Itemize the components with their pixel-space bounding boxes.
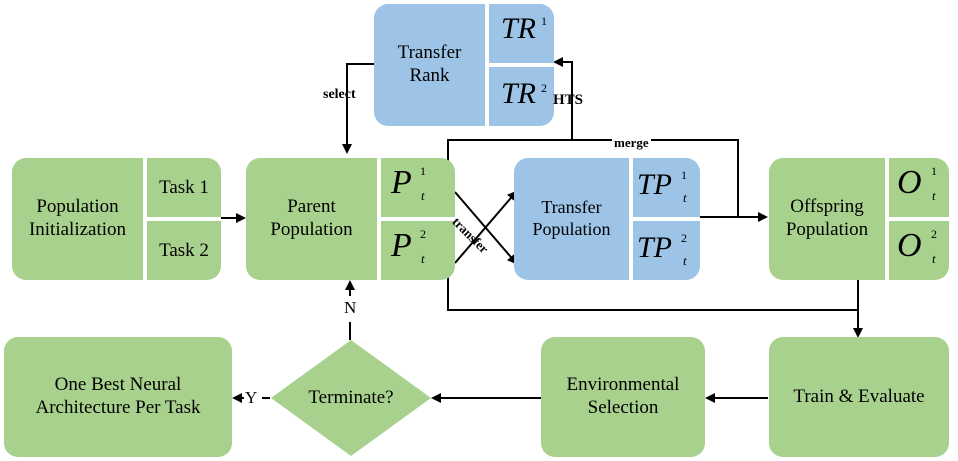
train-evaluate-node: Train & Evaluate [769,337,949,457]
p1-cell: P 1 t [391,164,426,203]
hts-label: HTS [553,92,584,108]
o1-cell: O 1 t [897,164,937,203]
terminate-label: Terminate? [308,386,394,408]
terminate-diamond [271,340,431,456]
select-label: select [323,87,356,102]
edge-merge [447,139,739,217]
tp1-cell: TP 1 t [637,168,687,205]
o2-cell: O 2 t [897,227,937,266]
yes-label: Y [245,388,258,407]
task1-cell: Task 1 [159,176,209,198]
merge-label: merge [612,135,651,151]
tp2-cell: TP 2 t [637,231,687,268]
tr2-cell: TR 2 [501,77,547,110]
tr1-cell: TR 1 [501,12,547,45]
edge-rank-to-parent [342,63,374,154]
edge-transfer-p2 [454,190,518,264]
edge-parent-to-train [447,270,863,338]
no-label: N [344,298,357,317]
task2-cell: Task 2 [159,239,209,261]
p2-cell: P 2 t [391,227,426,266]
edge-hts [553,57,573,140]
